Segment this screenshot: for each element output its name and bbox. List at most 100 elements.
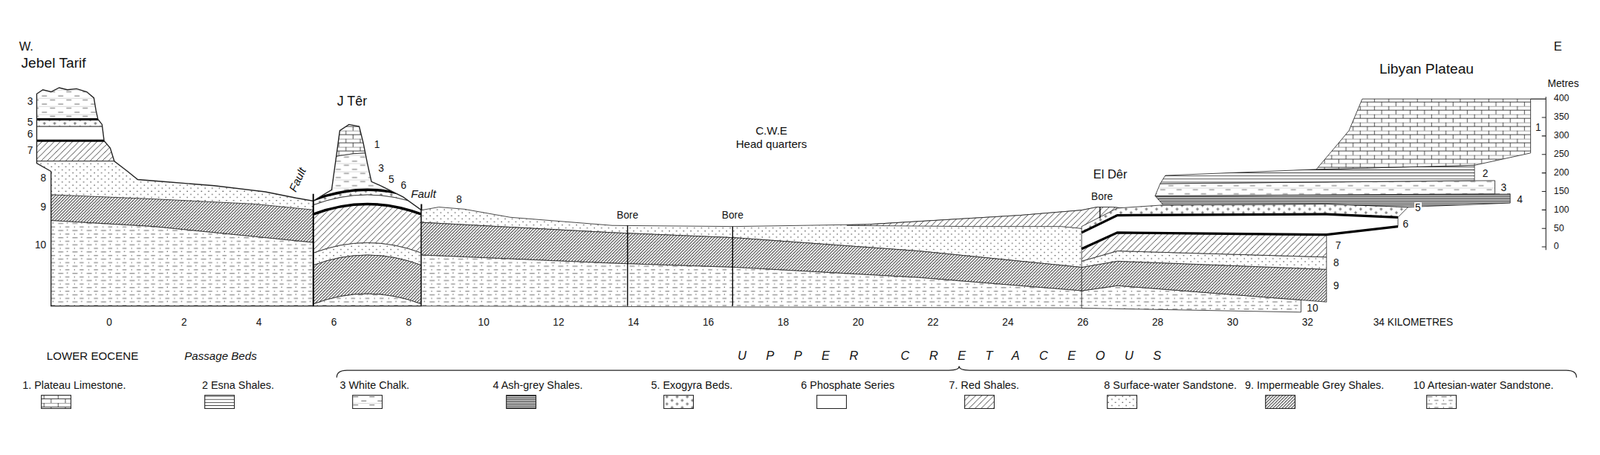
distance-number: 6 [330,317,338,329]
exogyra-band [1081,203,1409,232]
brace [336,366,1577,378]
distance-number: 4 [255,317,263,329]
phosphate-band [30,126,322,141]
compass-letter: W. [18,39,35,53]
legend-swatch-fill [664,395,694,409]
legend-swatch [1426,394,1457,409]
place-name: Jebel Tarif [20,55,87,72]
legend-text: 1. Plateau Limestone. [22,379,126,392]
middle-block [421,207,1123,309]
layer-number: 3 [26,96,35,108]
layer-number: 8 [40,173,48,185]
scale-number: 100 [1553,205,1571,216]
layer-number: 6 [400,179,408,191]
distance-number: 24 [1001,317,1014,329]
legend-swatch-fill [1265,395,1296,409]
legend-swatch-fill [1107,395,1138,409]
distance-number: 16 [701,317,715,329]
layer-number: 2 [1481,167,1490,180]
legend-swatch [663,394,694,409]
group-heading: UPPER CRETACEOUS [736,348,1182,362]
layer-number: 4 [1516,194,1524,206]
phosphate-band [1081,213,1398,249]
distance-number: 32 [1301,317,1315,329]
distance-number: 0 [105,317,113,329]
legend-swatch [1264,394,1296,409]
legend-swatch [816,394,847,409]
legend-text: 2 Esna Shales. [202,379,275,392]
block-outline [313,124,422,306]
bore-label: Bore [615,209,639,221]
scale-number: 50 [1553,223,1566,234]
place-name: Head quarters [735,137,809,151]
legend-text: 5. Exogyra Beds. [650,379,733,392]
legend-text: 6 Phosphate Series [800,379,895,392]
fault-block [313,96,422,327]
legend-swatch-fill [352,395,383,409]
west-block [30,81,322,315]
legend-item: 10 Artesian-water Sandstone. [1413,379,1554,409]
red-shale-band [1081,232,1327,261]
legend-swatch [505,394,537,409]
legend-swatch [40,394,72,409]
legend-swatch [352,394,383,409]
distance-number: 30 [1226,317,1239,329]
axis-title: 34 KILOMETRES [1372,317,1455,329]
distance-number: 8 [404,317,413,329]
scale-number: 350 [1553,112,1571,123]
black-bed-line [313,189,422,214]
layer-number: 8 [1332,257,1341,269]
group-heading: LOWER EOCENE [46,349,139,363]
distance-number: 2 [180,317,188,329]
layer-number: 6 [1401,219,1410,231]
layer-number: 8 [455,194,463,206]
axis-title: Metres [1547,77,1580,90]
distance-number: 22 [926,317,939,329]
layer-number: 7 [1334,240,1343,252]
legend-text: 9. Impermeable Grey Shales. [1244,379,1384,392]
place-name: Libyan Plateau [1378,61,1475,78]
legend-text: 3 White Chalk. [339,379,410,392]
legend-item: 3 White Chalk. [339,379,410,409]
black-bed-line [1081,213,1398,249]
layer-number: 10 [34,239,47,251]
fault-label: Fault [410,187,437,201]
legend-swatch-fill [1426,395,1457,409]
legend-swatch [1106,394,1138,409]
legend-item: 1. Plateau Limestone. [22,379,126,409]
scale-number: 300 [1553,130,1571,142]
layer-number: 7 [26,145,35,157]
legend-item: 9. Impermeable Grey Shales. [1244,379,1384,409]
distance-number: 10 [477,317,491,329]
chalk-band [30,81,322,120]
scale-number: 400 [1553,93,1571,104]
artesian-sandstone-band [30,219,317,311]
height-scale [1530,96,1547,250]
fault-label: Fault [286,164,310,194]
layer-number: 3 [377,162,385,174]
legend-swatch-fill [41,395,72,409]
distance-number: 28 [1151,317,1164,329]
legend-text: 8 Surface-water Sandstone. [1103,379,1237,392]
black-bed-line [30,119,322,142]
artesian-sandstone-band [421,254,1123,308]
legend-swatch-fill [817,395,847,409]
distance-number: 20 [851,317,865,329]
layer-number: 5 [1414,202,1422,214]
layer-number: 3 [1499,181,1508,194]
legend-item: 4 Ash-grey Shales. [493,379,584,409]
layer-number: 10 [1305,302,1319,314]
layer-number: 9 [40,201,48,213]
distance-number: 12 [551,317,565,329]
layer-number: 6 [26,129,35,141]
fault-line [313,193,422,307]
red-shale-band [30,140,322,161]
distance-number: 26 [1076,317,1089,329]
legend-text: 7. Red Shales. [949,379,1020,392]
east-block [1081,98,1531,312]
place-name: J Têr [336,95,368,110]
legend-item: 7. Red Shales. [949,379,1020,409]
distance-number: 18 [776,317,790,329]
bore-label: Bore [1090,191,1114,203]
sandstone-band [30,161,322,315]
